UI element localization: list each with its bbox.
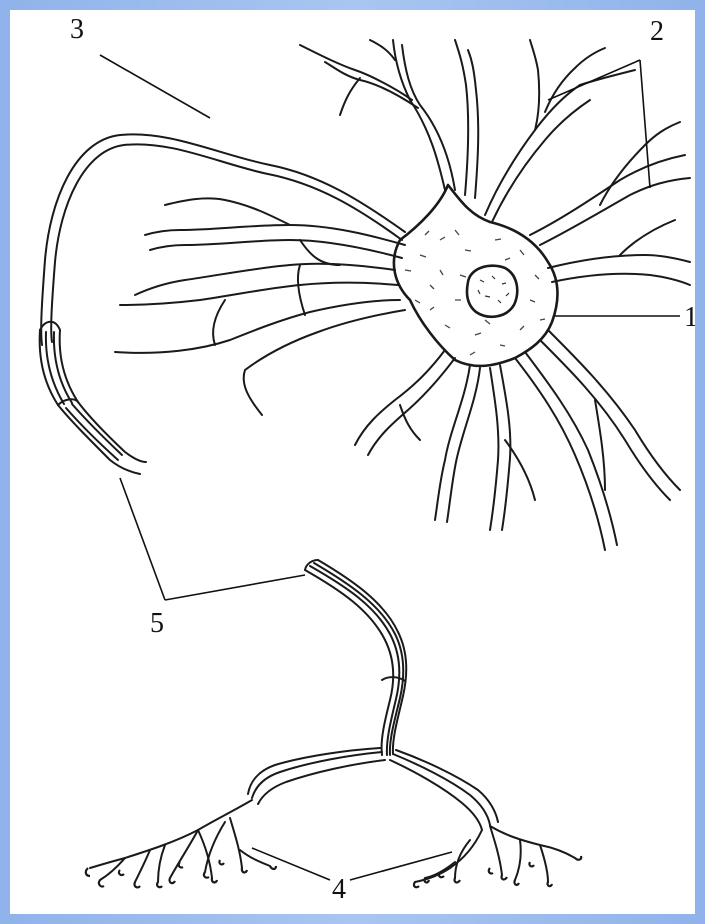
leader-line-5b: [165, 575, 305, 600]
label-4: 4: [332, 874, 346, 905]
leader-line-3: [100, 55, 210, 118]
leader-line-5a: [120, 478, 165, 600]
nucleus: [467, 266, 517, 317]
label-1: 1: [684, 302, 695, 333]
left-terminal-boutons: [86, 860, 276, 887]
neuron-diagram: 1 2 3 4 5: [10, 10, 695, 914]
neuron-diagram-frame: 1 2 3 4 5: [10, 10, 695, 914]
label-3: 3: [70, 14, 84, 45]
cell-body: [394, 185, 558, 366]
cytoplasm-granules: [405, 230, 545, 355]
labels: 1 2 3 4 5: [70, 14, 695, 905]
label-2: 2: [650, 16, 664, 47]
leader-line-2a: [548, 60, 640, 100]
label-5: 5: [150, 608, 164, 639]
right-terminal-boutons: [414, 856, 581, 887]
leader-lines: [100, 55, 680, 880]
dendrites: [115, 40, 690, 550]
